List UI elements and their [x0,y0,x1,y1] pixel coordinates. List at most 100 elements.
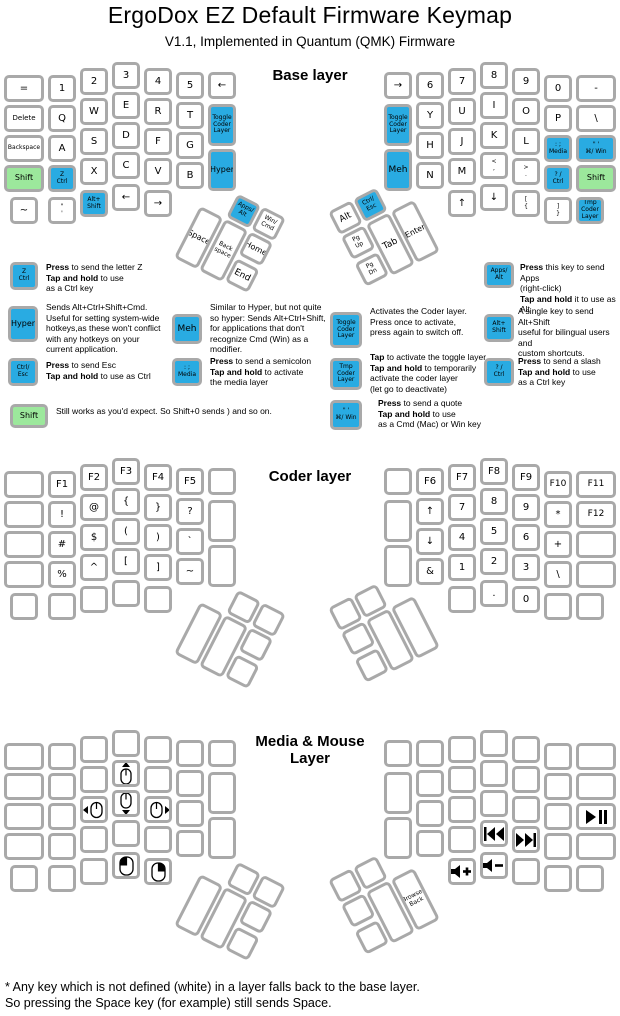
keyboard-key: - [576,75,616,102]
key-label: → [393,79,403,91]
key-label: ^ [89,561,99,573]
keyboard-key: H [416,132,444,159]
keyboard-key: ← [112,184,140,211]
keyboard-key [4,531,44,558]
key-label: \ [556,568,560,580]
keyboard-key [448,766,476,793]
keyboard-key: > . [512,158,540,185]
key-label: Tmp Coder Layer [337,362,355,384]
legend-text: Press to send a slash Tap and hold to us… [518,356,601,387]
keyboard-key: ! [48,501,76,528]
keyboard-key: F7 [448,464,476,491]
key-label: & [426,565,434,577]
key-label: " ' ⌘/ Win [585,140,607,155]
key-label: Meh [177,323,197,334]
keyboard-key: [ [112,548,140,575]
keyboard-key [144,826,172,853]
keyboard-key: 6 [512,524,540,551]
key-label: 1 [458,561,466,573]
key-label: Apps/ Alt [490,267,508,281]
keyboard-key: Shift [4,165,44,192]
keyboard-key [416,740,444,767]
keyboard-key: % [48,561,76,588]
key-label: = [19,82,29,94]
keyboard-key: ] [144,554,172,581]
key-label: 4 [458,531,466,543]
page-title: ErgoDox EZ Default Firmware Keymap [107,2,513,28]
key-label: 5 [490,525,498,537]
keyboard-key: 3 [112,62,140,89]
key-label: % [57,568,67,580]
key-label: G [186,139,194,151]
key-label: Z Ctrl [56,170,68,185]
key-label: [ { [524,195,528,210]
keyboard-key: Hyper [208,149,236,191]
keyboard-key: ↓ [416,528,444,555]
keyboard-key [4,471,44,498]
keyboard-key: < , [480,152,508,179]
key-label: K [490,129,498,141]
key-label: F [155,135,161,147]
keyboard-key [480,820,508,847]
keyboard-key [512,858,540,885]
keyboard-key [80,858,108,885]
key-label: 4 [154,75,162,87]
legend-key: Apps/ Alt [484,262,514,288]
keyboard-key [448,586,476,613]
key-label: " ' [60,202,64,217]
keyboard-key: 5 [480,518,508,545]
key-label: J [460,135,464,147]
keyboard-key: ^ [80,554,108,581]
keyboard-key [4,501,44,528]
key-label: X [90,165,98,177]
keyboard-key [512,826,540,853]
key-label: Delete [12,113,36,122]
legend-key: Z Ctrl [10,262,38,290]
keyboard-key [144,586,172,613]
keyboard-key: 7 [448,68,476,95]
keyboard-key [208,468,236,495]
key-label: I [492,99,496,111]
keyboard-key: 8 [480,488,508,515]
keyboard-key [176,740,204,767]
keyboard-key: → [144,190,172,217]
keyboard-key [4,743,44,770]
key-label: * [555,508,561,520]
keyboard-key [544,833,572,860]
keyboard-key [544,803,572,830]
key-label: ! [59,508,64,520]
key-label: 8 [490,495,498,507]
keyboard-key: L [512,128,540,155]
keyboard-key: Q [48,105,76,132]
keyboard-key: V [144,158,172,185]
keyboard-key [48,743,76,770]
keyboard-key [4,833,44,860]
legend-text: Press to send the letter Z Tap and hold … [46,262,143,293]
keyboard-key [576,743,616,770]
keyboard-key: F6 [416,468,444,495]
keyboard-key: R [144,98,172,125]
legend-key: " ' ⌘/ Win [330,400,362,430]
key-label: ~ [19,204,29,216]
keyboard-key: Alt+ Shift [80,190,108,217]
keyboard-key: → [384,72,412,99]
keyboard-key [208,817,236,859]
key-label: Q [58,112,66,124]
key-label: F2 [87,471,101,483]
key-label: Ctrl/ Esc [16,364,30,378]
keyboard-key: B [176,162,204,189]
keyboard-key [48,593,76,620]
keyboard-key: \ [576,105,616,132]
key-label: Toggle Coder Layer [388,113,408,135]
key-label: ↑ [425,505,435,517]
keyboard-key [544,865,572,892]
key-label: R [154,105,162,117]
keyboard-key: G [176,132,204,159]
keyboard-key: 0 [544,75,572,102]
keyboard-key: D [112,122,140,149]
key-label: Tmp Coder Layer [581,199,599,220]
key-label: 0 [554,82,562,94]
key-label: Hyper [10,318,36,328]
key-label: Y [426,109,434,121]
